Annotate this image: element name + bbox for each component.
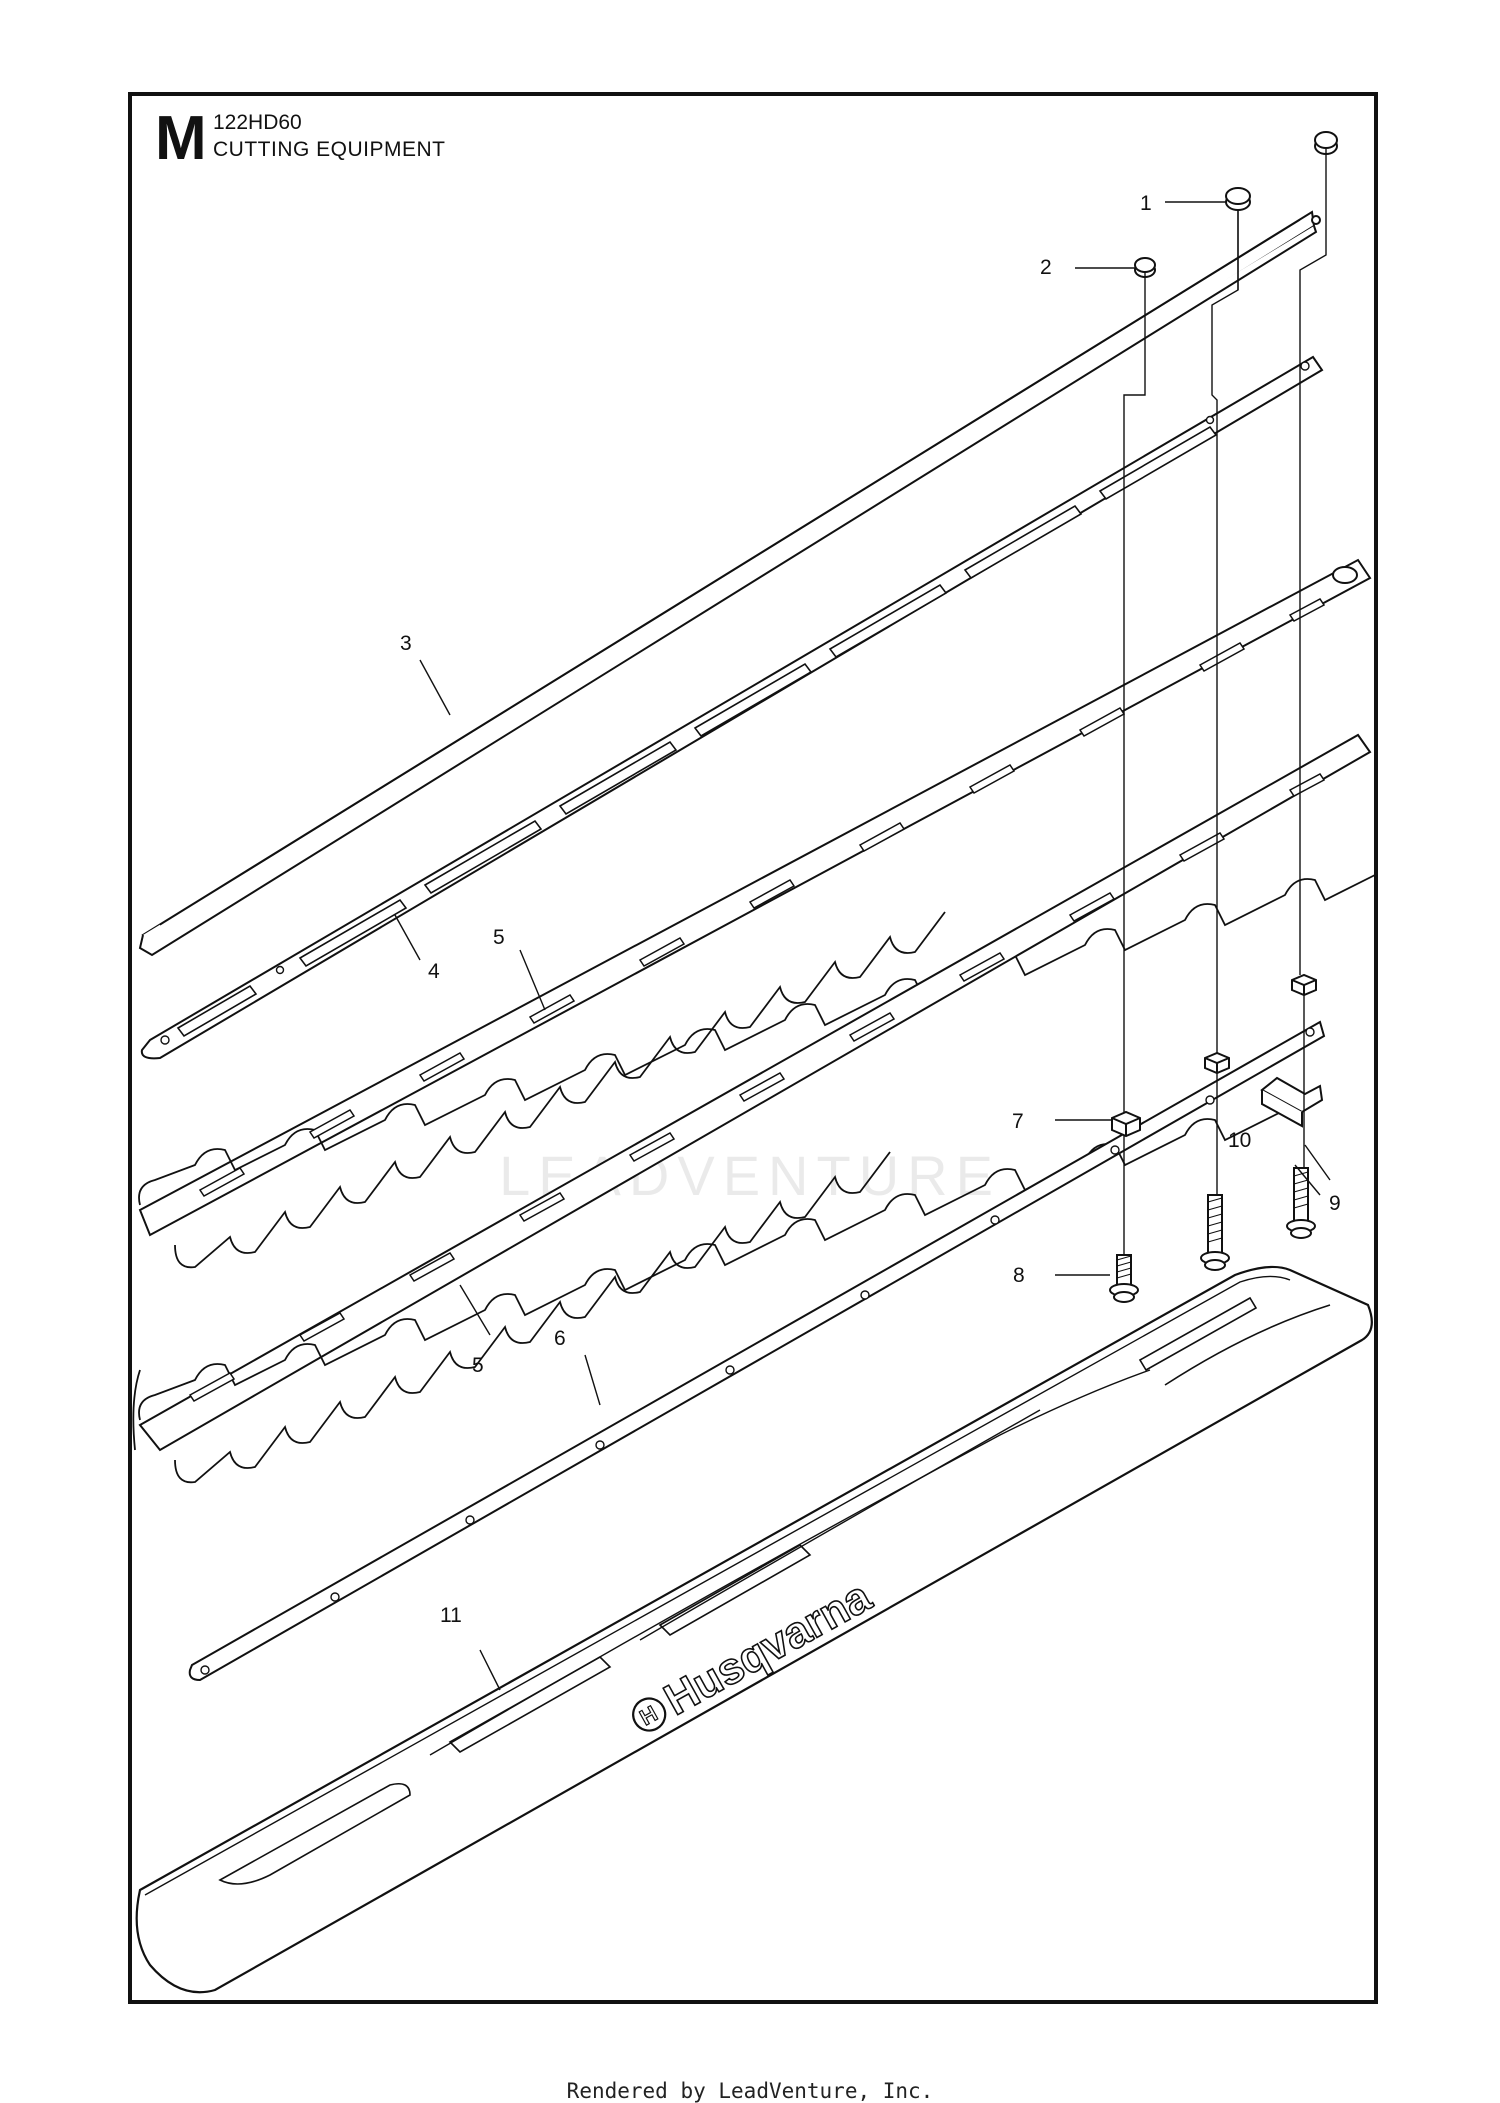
- callout-7: 7: [1012, 1110, 1024, 1133]
- part-6-flat-bar[interactable]: [188, 1020, 1326, 1682]
- part-7-square-nut[interactable]: [1111, 1110, 1141, 1138]
- callout-5a: 5: [493, 926, 505, 949]
- section-letter: M: [155, 104, 207, 173]
- section-title: CUTTING EQUIPMENT: [213, 138, 446, 161]
- callout-2: 2: [1040, 256, 1052, 279]
- callout-5b: 5: [472, 1354, 484, 1377]
- part-10-bolt[interactable]: [1286, 1167, 1316, 1239]
- footer-credit: Rendered by LeadVenture, Inc.: [566, 2079, 934, 2103]
- part-5-upper-blade[interactable]: [138, 558, 1376, 1269]
- model-number: 122HD60: [213, 111, 302, 134]
- callout-8: 8: [1013, 1264, 1025, 1287]
- callout-6: 6: [554, 1327, 566, 1350]
- part-11-blade-guard[interactable]: H Husqvarna: [135, 1265, 1373, 1994]
- callout-labels: 1 2 3 4 5 5 6 7 8 9 10 11: [400, 192, 1341, 1627]
- callout-3: 3: [400, 632, 412, 655]
- callout-10: 10: [1228, 1129, 1251, 1152]
- part-4-slotted-plate[interactable]: [140, 355, 1324, 1060]
- part-5-lower-blade[interactable]: [132, 733, 1372, 1484]
- part-3-guide-rail[interactable]: [138, 210, 1321, 957]
- diagram-frame: [128, 92, 1378, 2004]
- callout-9: 9: [1329, 1192, 1341, 1215]
- leader-lines: [394, 201, 1331, 1691]
- part-1-nut[interactable]: [1225, 187, 1251, 290]
- part-9-bracket[interactable]: [1260, 1076, 1324, 1128]
- callout-11: 11: [440, 1604, 462, 1627]
- assembly-lines: [1123, 148, 1327, 1255]
- callout-4: 4: [428, 960, 440, 983]
- callout-1: 1: [1140, 192, 1152, 215]
- part-8-bolt[interactable]: [1109, 1254, 1139, 1303]
- part-8-bolt-2[interactable]: [1200, 1194, 1230, 1271]
- part-7-square-nut-3[interactable]: [1291, 973, 1317, 997]
- part-7-square-nut-2[interactable]: [1204, 1051, 1230, 1075]
